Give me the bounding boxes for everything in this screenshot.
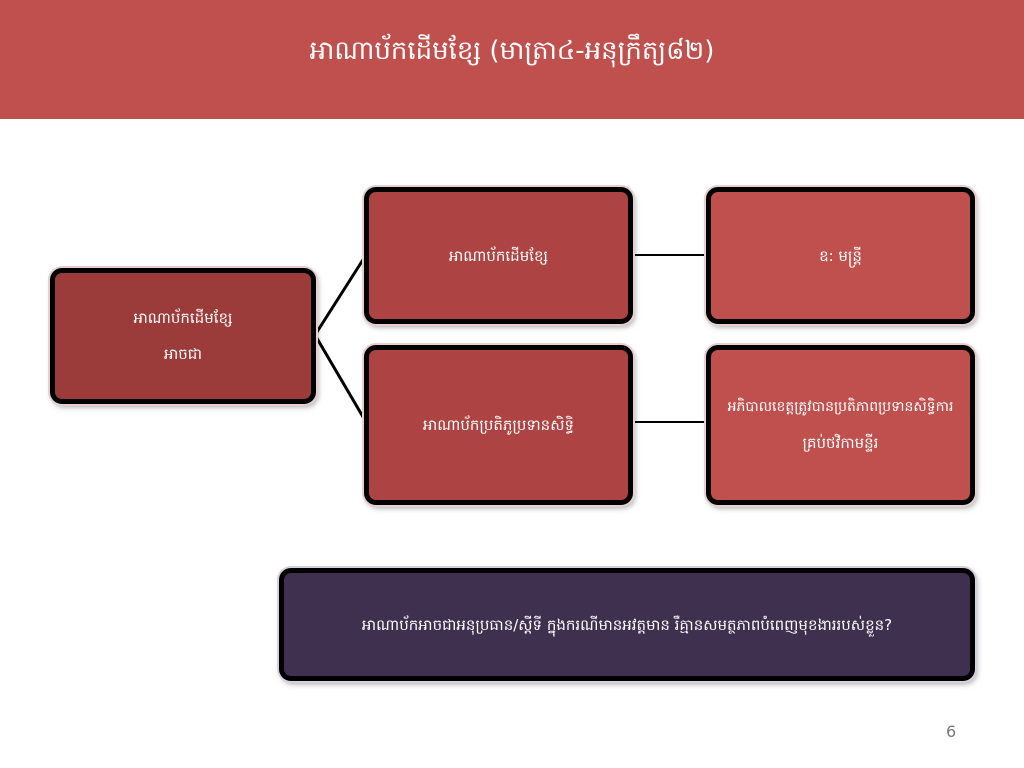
question-box: អាណាប័កអាចជាអនុប្រធាន/ស្តីទី ក្នុងករណីមា… xyxy=(279,568,975,681)
leaf-bottom-line-2: គ្រប់ថវិកាមន្ទីរ xyxy=(802,434,879,452)
leaf-bottom-box: អភិបាលខេត្តត្រូវបានប្រតិភាពប្រទានសិទ្ធិក… xyxy=(706,345,975,505)
page-number: 6 xyxy=(946,722,957,741)
leaf-top-label: ឧ: មន្ត្រី xyxy=(819,246,862,265)
branch-top-label: អាណាប័កដើមខ្សែ xyxy=(449,246,548,265)
branch-bottom-box: អាណាប័កប្រតិភូប្រទានសិទ្ធិ xyxy=(364,345,633,505)
branch-bottom-label: អាណាប័កប្រតិភូប្រទានសិទ្ធិ xyxy=(422,416,575,434)
title-bar: អាណាប័កដើមខ្សែ (មាត្រា៤-អនុក្រឹត្យ៨២) xyxy=(0,0,1024,119)
slide-title: អាណាប័កដើមខ្សែ (មាត្រា៤-អនុក្រឹត្យ៨២) xyxy=(309,35,715,66)
question-text: អាណាប័កអាចជាអនុប្រធាន/ស្តីទី ក្នុងករណីមា… xyxy=(361,615,893,634)
root-line-2: អាចជា xyxy=(163,345,203,363)
leaf-bottom-line-1: អភិបាលខេត្តត្រូវបានប្រតិភាពប្រទានសិទ្ធិក… xyxy=(727,399,954,415)
connector-root-to-top xyxy=(313,254,368,336)
branch-top-box: អាណាប័កដើមខ្សែ xyxy=(364,187,633,324)
root-line-1: អាណាប័កដើមខ្សែ xyxy=(133,309,233,327)
leaf-top-box: ឧ: មន្ត្រី xyxy=(706,187,975,324)
connector-root-to-bottom xyxy=(313,334,368,423)
root-box: អាណាប័កដើមខ្សែ អាចជា xyxy=(50,268,316,404)
